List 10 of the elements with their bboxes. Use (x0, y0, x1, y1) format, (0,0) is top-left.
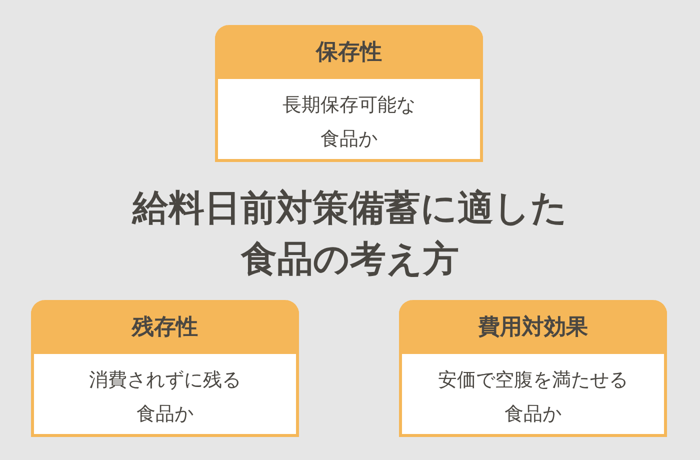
category-card (215, 25, 483, 162)
category-card (399, 300, 667, 437)
card-description: 消費されずに残る食品か (88, 369, 242, 427)
category-card (31, 300, 299, 437)
card-heading: 保存性 (215, 25, 483, 79)
card-heading: 費用対効果 (399, 300, 667, 354)
card-description: 長期保存可能な食品か (281, 94, 416, 152)
diagram-title: 給料日前対策備蓄に適した食品の考え方 (130, 186, 568, 281)
card-description: 安価で空腹を満たせる食品か (436, 369, 629, 427)
card-heading: 残存性 (31, 300, 299, 354)
